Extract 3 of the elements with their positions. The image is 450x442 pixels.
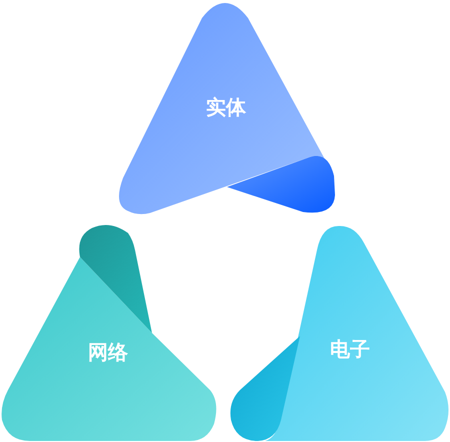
shape-label: 实体 bbox=[206, 96, 246, 118]
shape-label: 电子 bbox=[330, 338, 370, 360]
shape-label: 网络 bbox=[88, 341, 128, 363]
